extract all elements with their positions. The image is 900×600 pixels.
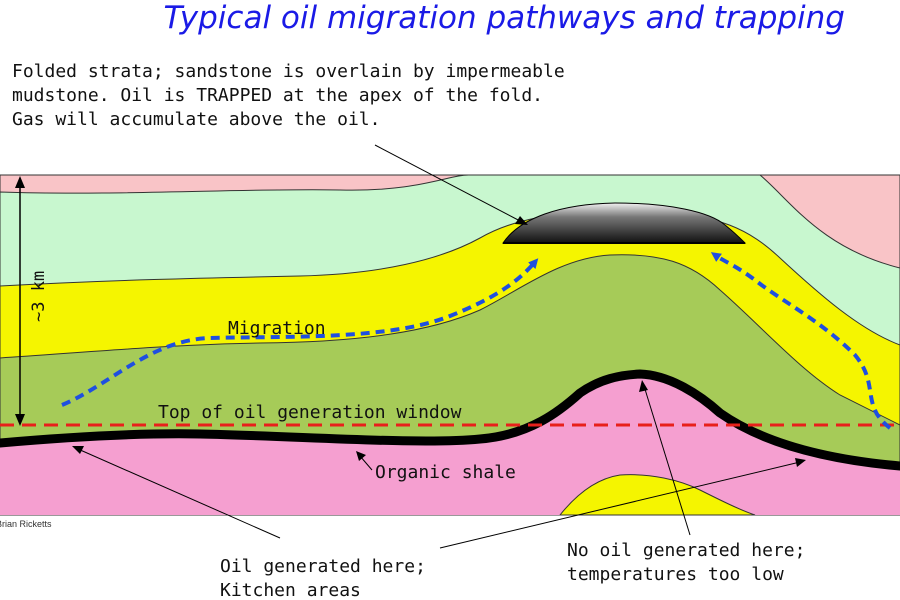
migration-label: Migration	[228, 318, 326, 339]
kitchen-label-line-2: Kitchen areas	[220, 580, 361, 600]
organic-shale-band	[0, 369, 900, 471]
no-oil-leader	[639, 380, 691, 536]
kitchen-leader-right	[439, 458, 806, 549]
kitchen-leader-left	[72, 446, 281, 539]
no-oil-label-line-1: No oil generated here;	[567, 540, 805, 561]
depth-label: ~3 km	[29, 271, 49, 322]
no-oil-label-line-2: temperatures too low	[567, 564, 784, 585]
depth-scale-arrow	[15, 176, 25, 426]
migration-arrow-right	[710, 252, 892, 430]
shale-label-arrow	[356, 451, 373, 471]
lower-sandstone-lens	[558, 474, 756, 516]
caption-line-1: Folded strata; sandstone is overlain by …	[12, 61, 565, 82]
caption-line-2: mudstone. Oil is TRAPPED at the apex of …	[12, 85, 544, 106]
credit-text: Brian Ricketts	[0, 519, 52, 529]
caption-line-3: Gas will accumulate above the oil.	[12, 109, 381, 130]
top-window-label: Top of oil generation window	[158, 402, 462, 423]
page-title: Typical oil migration pathways and trapp…	[163, 0, 845, 36]
caption-text: Folded strata; sandstone is overlain by …	[12, 60, 612, 132]
trapped-oil-cap	[502, 202, 747, 244]
caption-leader-arrow	[374, 144, 528, 225]
kitchen-label-line-1: Oil generated here;	[220, 556, 426, 577]
organic-shale-label: Organic shale	[375, 462, 516, 483]
migration-arrow-left	[61, 258, 539, 407]
